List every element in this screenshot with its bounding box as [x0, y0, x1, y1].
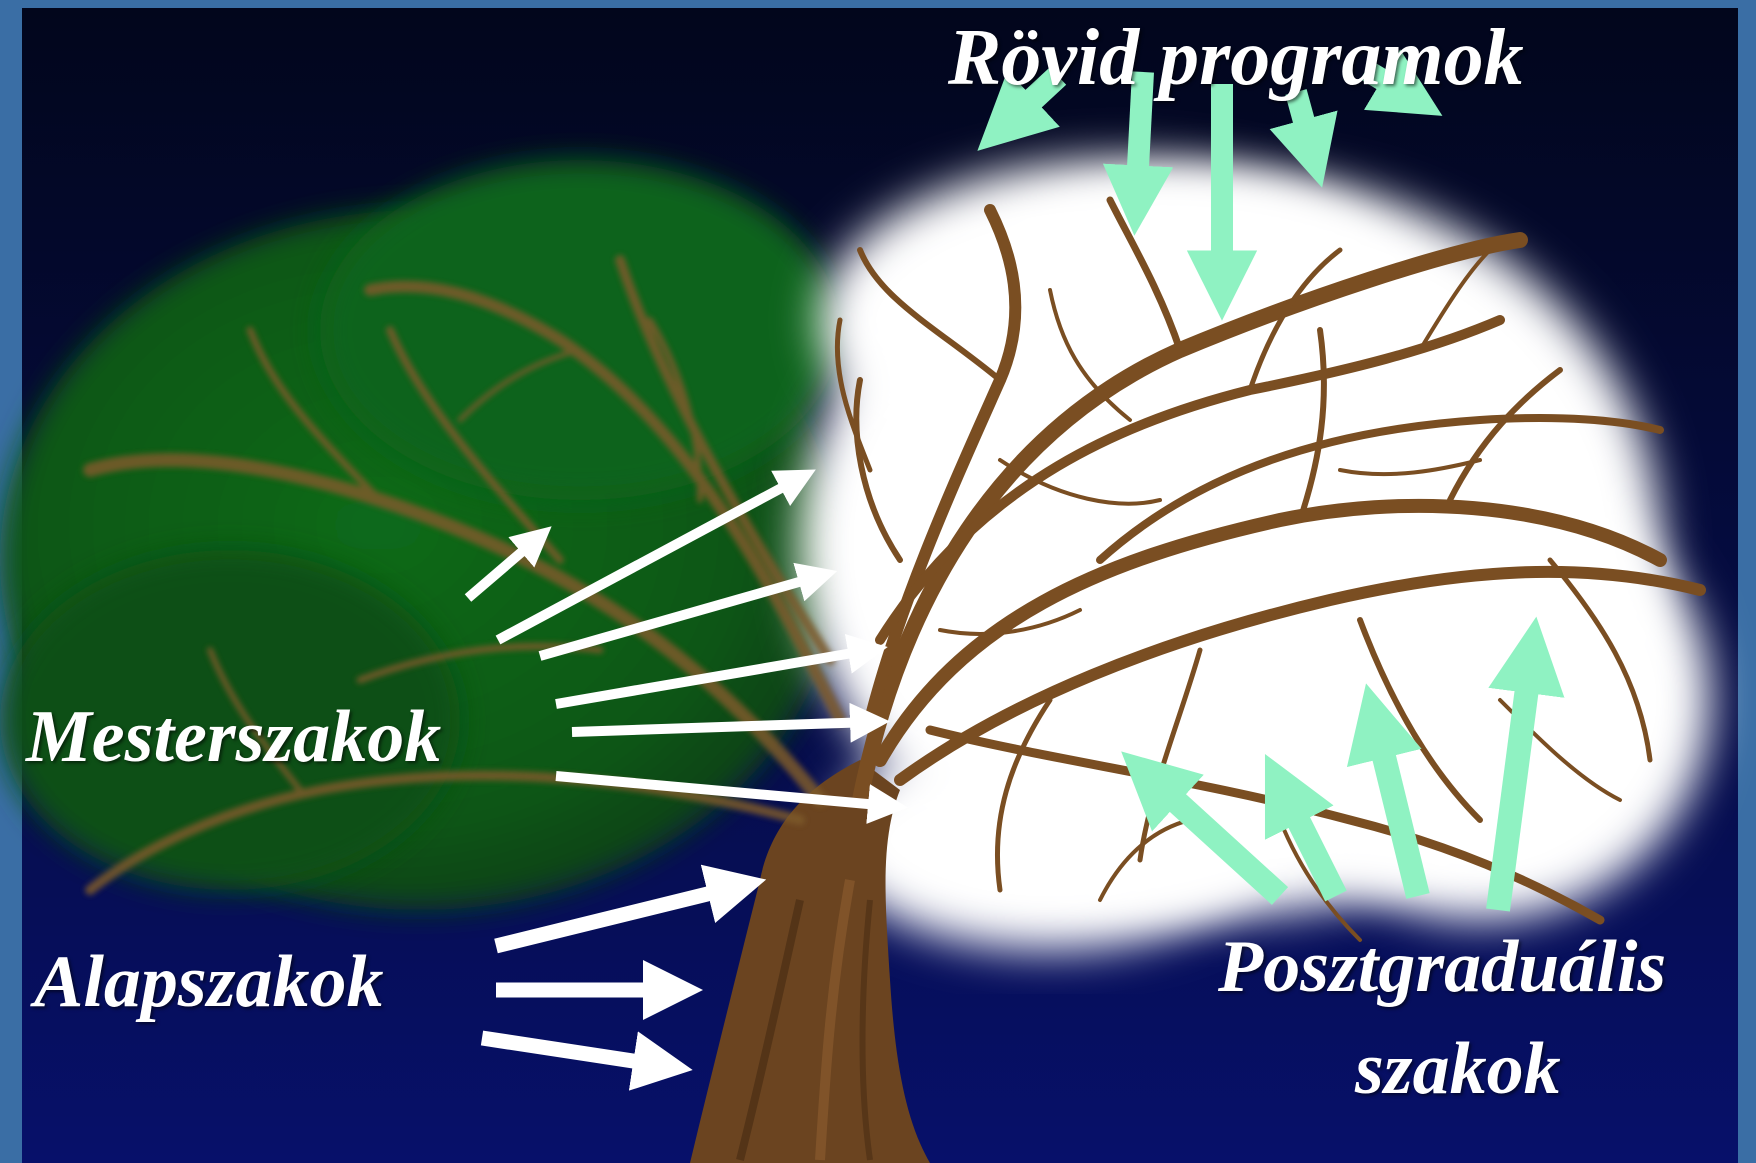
label-master-programs: Mesterszakok [26, 700, 441, 774]
label-postgraduate-line2: szakok [1355, 1032, 1561, 1106]
label-short-programs: Rövid programok [948, 18, 1524, 98]
label-postgraduate-line1: Posztgraduális [1218, 930, 1666, 1004]
label-bachelor-programs: Alapszakok [34, 945, 384, 1019]
